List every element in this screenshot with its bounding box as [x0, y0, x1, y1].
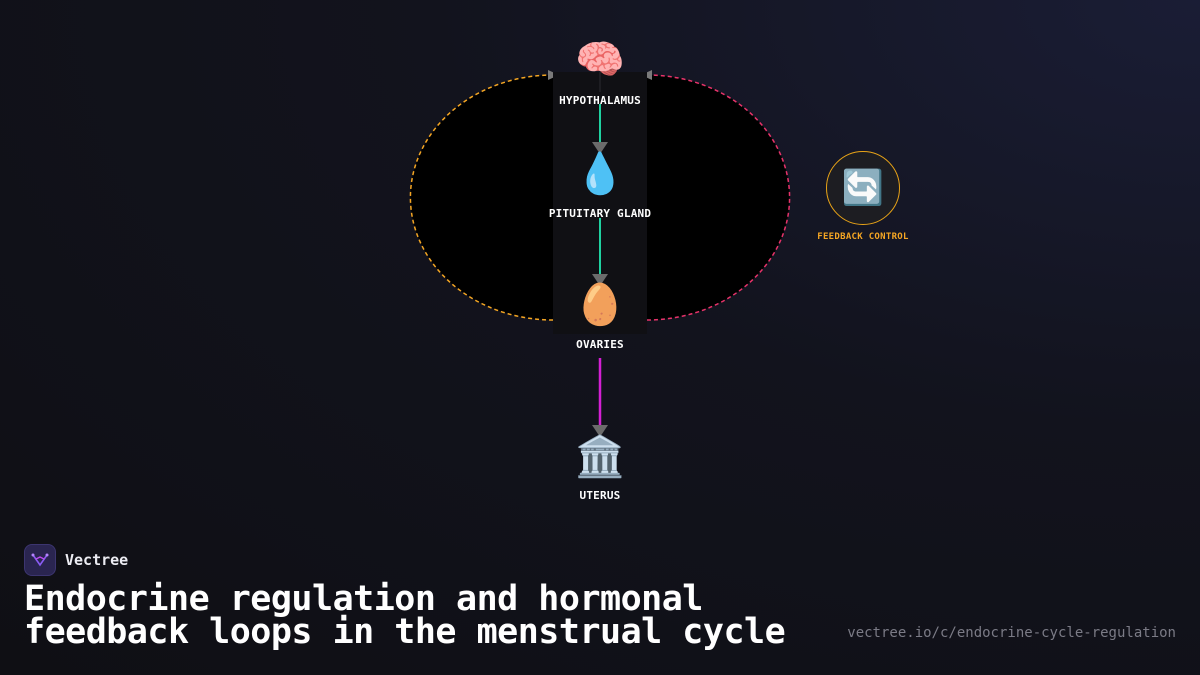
node-label-pituitary: PITUITARY GLAND [548, 207, 652, 220]
edge-arrowhead [592, 274, 608, 286]
node-label-ovaries: OVARIES [576, 338, 624, 351]
vectree-logo-icon [24, 544, 56, 576]
feedback-control-badge: 🔄 [826, 151, 900, 225]
page-title: Endocrine regulation and hormonal feedba… [24, 579, 786, 652]
source-url[interactable]: vectree.io/c/endocrine-cycle-regulation [847, 625, 1176, 641]
droplet-icon: 💧 [575, 151, 625, 197]
feedback-control-label: FEEDBACK CONTROL [817, 232, 909, 242]
feedback-loop-right [647, 75, 790, 320]
brain-icon: 🧠 [575, 37, 625, 83]
egg-icon: 🥚 [575, 282, 625, 328]
brand-name: Vectree [65, 551, 129, 569]
classical-building-icon: 🏛️ [575, 434, 625, 480]
node-label-uterus: UTERUS [579, 489, 621, 502]
node-label-hypothalamus: HYPOTHALAMUS [559, 94, 641, 107]
counterclockwise-arrows-icon: 🔄 [841, 168, 885, 208]
brand: Vectree [24, 544, 128, 576]
feedback-loop-left [410, 75, 553, 320]
edge-arrowhead [592, 425, 608, 437]
tree-branch-icon [31, 553, 49, 567]
edge-arrowhead [592, 142, 608, 154]
